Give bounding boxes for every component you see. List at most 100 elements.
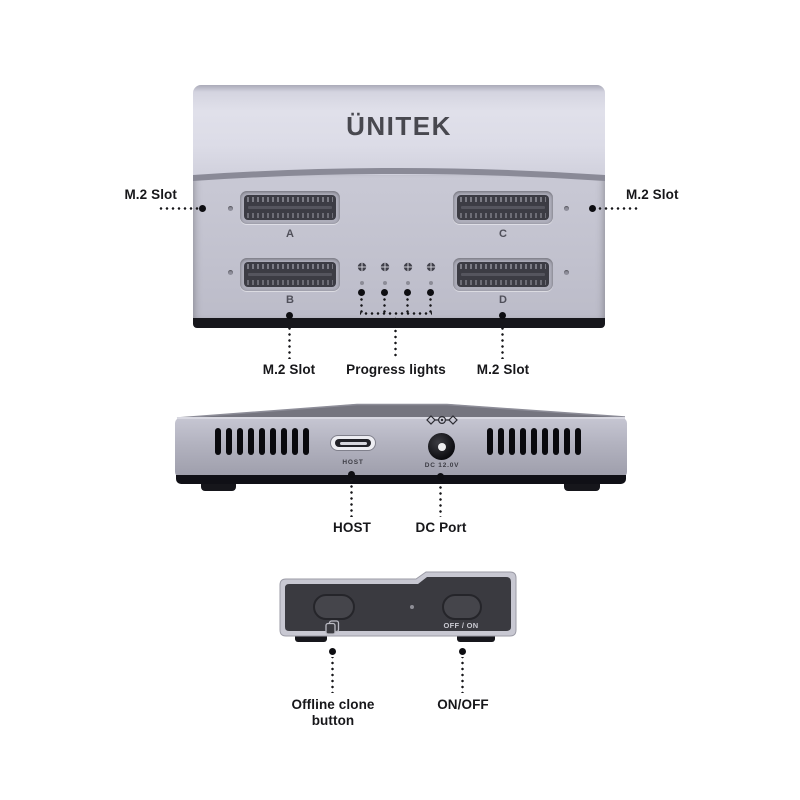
vent-slot bbox=[498, 428, 504, 455]
vent-slot bbox=[226, 428, 232, 455]
leader-dot bbox=[437, 473, 444, 480]
rubber-foot bbox=[457, 635, 495, 642]
leader-dot bbox=[199, 205, 206, 212]
leader-line bbox=[350, 480, 353, 517]
progress-light-icon bbox=[426, 262, 436, 272]
leader-line bbox=[501, 322, 504, 359]
leader-dot bbox=[358, 289, 365, 296]
leader-line bbox=[331, 657, 334, 693]
leader-dot bbox=[459, 648, 466, 655]
callout-on-off: ON/OFF bbox=[437, 697, 489, 712]
vent-slot bbox=[553, 428, 559, 455]
dc-polarity-icon bbox=[426, 415, 458, 425]
vent-slot bbox=[259, 428, 265, 455]
slot-letter-b: B bbox=[286, 294, 294, 306]
bottom-trim bbox=[176, 475, 626, 484]
screw-icon bbox=[564, 270, 569, 275]
rear-top-face bbox=[176, 403, 626, 420]
leader-line bbox=[394, 315, 397, 359]
vent-grill-right bbox=[487, 428, 581, 455]
usb-c-host-port bbox=[330, 435, 376, 451]
progress-led bbox=[429, 281, 433, 285]
vent-slot bbox=[542, 428, 548, 455]
progress-light-icon bbox=[403, 262, 413, 272]
dock-front-view: OFF / ON bbox=[276, 570, 520, 648]
vent-slot bbox=[248, 428, 254, 455]
dc-engraving: DC 12.0V bbox=[424, 462, 460, 469]
vent-slot bbox=[564, 428, 570, 455]
dc-port bbox=[428, 433, 455, 460]
leader-line bbox=[439, 482, 442, 517]
rubber-foot bbox=[201, 484, 236, 491]
callout-dc-port: DC Port bbox=[415, 520, 467, 535]
bottom-trim bbox=[193, 318, 605, 328]
leader-line bbox=[383, 297, 386, 314]
leader-line bbox=[158, 207, 200, 210]
callout-offline-clone: Offline clone button bbox=[291, 697, 375, 728]
m2-slot-a bbox=[240, 191, 340, 224]
rubber-foot bbox=[564, 484, 600, 491]
slot-letter-c: C bbox=[499, 228, 507, 240]
callout-m2-slot-right: M.2 Slot bbox=[626, 187, 679, 202]
progress-light-icon bbox=[357, 262, 367, 272]
progress-led bbox=[360, 281, 364, 285]
leader-line bbox=[461, 657, 464, 693]
vent-slot bbox=[520, 428, 526, 455]
leader-line bbox=[597, 207, 639, 210]
status-led bbox=[410, 605, 414, 609]
callout-host: HOST bbox=[333, 520, 371, 535]
screw-icon bbox=[228, 270, 233, 275]
m2-slot-b bbox=[240, 258, 340, 291]
m2-slot-d bbox=[453, 258, 553, 291]
callout-m2-slot-b: M.2 Slot bbox=[262, 362, 316, 377]
leader-dot bbox=[404, 289, 411, 296]
clone-icon bbox=[325, 620, 340, 635]
host-engraving: HOST bbox=[342, 459, 364, 466]
leader-dot bbox=[499, 312, 506, 319]
power-engraving: OFF / ON bbox=[443, 621, 479, 630]
vent-slot bbox=[292, 428, 298, 455]
vent-slot bbox=[303, 428, 309, 455]
callout-m2-slot-d: M.2 Slot bbox=[476, 362, 530, 377]
dock-top-view: ÜNITEK A C B D bbox=[193, 85, 605, 328]
leader-dot bbox=[286, 312, 293, 319]
dock-rear-view: HOST DC 12.0V bbox=[175, 402, 627, 494]
callout-m2-slot-left: M.2 Slot bbox=[124, 187, 177, 202]
leader-dot bbox=[348, 471, 355, 478]
progress-led bbox=[383, 281, 387, 285]
callout-progress-lights: Progress lights bbox=[346, 362, 446, 377]
slot-letter-a: A bbox=[286, 228, 294, 240]
screw-icon bbox=[228, 206, 233, 211]
rubber-foot bbox=[295, 635, 327, 642]
vent-slot bbox=[281, 428, 287, 455]
leader-line bbox=[360, 297, 363, 314]
panel-divider bbox=[193, 168, 605, 181]
vent-slot bbox=[509, 428, 515, 455]
dock-top-panel bbox=[193, 85, 605, 178]
vent-slot bbox=[270, 428, 276, 455]
power-button bbox=[442, 594, 482, 620]
leader-dot bbox=[381, 289, 388, 296]
m2-slot-c bbox=[453, 191, 553, 224]
m2-connector bbox=[457, 262, 549, 287]
slot-letter-d: D bbox=[499, 294, 507, 306]
vent-slot bbox=[237, 428, 243, 455]
leader-line bbox=[360, 312, 432, 315]
m2-connector bbox=[457, 195, 549, 220]
m2-connector bbox=[244, 195, 336, 220]
m2-connector bbox=[244, 262, 336, 287]
leader-line bbox=[429, 297, 432, 314]
leader-line bbox=[406, 297, 409, 314]
vent-slot bbox=[487, 428, 493, 455]
vent-slot bbox=[575, 428, 581, 455]
leader-dot bbox=[589, 205, 596, 212]
offline-clone-button bbox=[313, 594, 355, 620]
leader-dot bbox=[329, 648, 336, 655]
edge-highlight bbox=[177, 417, 625, 419]
vent-slot bbox=[531, 428, 537, 455]
progress-led bbox=[406, 281, 410, 285]
brand-logo: ÜNITEK bbox=[346, 111, 452, 141]
vent-grill-left bbox=[215, 428, 309, 455]
progress-light-icon bbox=[380, 262, 390, 272]
vent-slot bbox=[215, 428, 221, 455]
